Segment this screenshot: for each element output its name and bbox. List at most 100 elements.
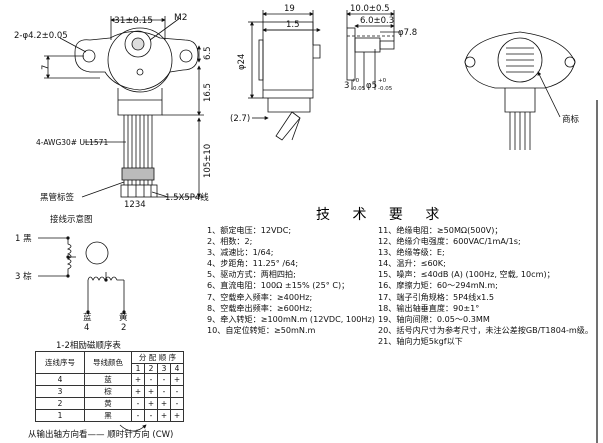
req-line: 20、括号内尺寸为参考尺寸，未注公差按GB/T1804-m级。	[378, 324, 593, 335]
lead-cell: 3	[35, 385, 85, 398]
step-cell: -	[157, 385, 171, 398]
req-line: 12、绝缘介电强度：600VAC/1mA/1s;	[378, 236, 521, 247]
req-line: 1、额定电压：12VDC;	[207, 225, 292, 235]
wire-4-name: 蓝	[83, 312, 92, 323]
step-cell: +	[170, 409, 184, 422]
wire-spec: 4-AWG30# UL1571	[36, 138, 108, 147]
dim-2-7: (2.7)	[230, 114, 250, 124]
step-cell: -	[131, 409, 145, 422]
dim-10: 10.0±0.5	[350, 4, 390, 14]
req-line: 21、轴向力矩5kgf以下	[378, 335, 463, 346]
step-cell: +	[157, 409, 171, 422]
req-line: 15、噪声：≤40dB (A) (100Hz, 空载, 10cm)；	[378, 269, 555, 280]
shaft-view-motor	[346, 27, 395, 90]
connector-spec: 1.5X5P4线	[165, 192, 209, 203]
step-cell: +	[144, 385, 158, 398]
col-header-color: 导线颜色	[84, 351, 132, 374]
rotation-direction-note: 从输出轴方向看—— 顺时针方向 (CW)	[28, 430, 174, 440]
dim-19: 19	[284, 4, 295, 14]
step-cell: -	[157, 373, 171, 386]
step-cell: -	[131, 397, 145, 410]
front-view-motor	[74, 27, 199, 198]
dim-6: 6.0±0.3	[360, 16, 394, 26]
req-line: 5、驱动方式：两相四拍;	[207, 269, 296, 280]
dim-3-tol-top: +0	[351, 78, 360, 84]
dim-width: 31±0.15	[114, 16, 153, 26]
lead-cell: 1	[35, 409, 85, 422]
dim-holes: 2-φ4.2±0.05	[14, 31, 68, 41]
dim-6-5: 6.5	[203, 46, 213, 60]
color-cell: 黑	[84, 409, 132, 422]
tech-requirements-title: 技 术 要 求	[316, 207, 449, 223]
req-line: 16、摩擦力矩：60～294mN.m;	[378, 280, 498, 291]
connector-pins: 1234	[124, 200, 146, 210]
color-cell: 蓝	[84, 373, 132, 386]
step-cell: +	[131, 385, 145, 398]
lead-cell: 2	[35, 397, 85, 410]
step-header: 4	[170, 363, 184, 374]
req-line: 2、相数：2;	[207, 236, 253, 247]
step-header: 3	[157, 363, 171, 374]
tape-label: 黑管标签	[40, 192, 75, 203]
table-row: 1 黑 - - + +	[35, 409, 184, 422]
req-line: 7、空载牵入频率：≥400Hz;	[207, 291, 313, 302]
color-cell: 棕	[84, 385, 132, 398]
dim-3-tol-bot: -0.05	[351, 86, 366, 92]
wiring-schematic	[38, 237, 125, 312]
dim-105: 105±10	[203, 144, 213, 178]
req-line: 17、端子引角规格：5P4线x1.5	[378, 291, 494, 302]
step-cell: -	[144, 409, 158, 422]
step-cell: +	[170, 373, 184, 386]
req-line: 6、直流电阻：100Ω ±15% (25° C)；	[207, 280, 350, 291]
step-cell: -	[144, 373, 158, 386]
req-line: 3、减速比：1/64;	[207, 247, 274, 258]
req-line: 14、温升：≤60K;	[378, 258, 446, 269]
side-view-motor	[258, 21, 321, 141]
wire-2-name: 黄	[119, 312, 128, 323]
phase-sequence-table: 连线序号 导线颜色 分 配 顺 序 1 2 3 4 4 蓝 + - - + 3 …	[35, 351, 184, 422]
step-cell: +	[131, 373, 145, 386]
step-header: 1	[131, 363, 145, 374]
phase-sequence-caption: 1-2相励磁顺序表	[56, 341, 121, 351]
color-cell: 黄	[84, 397, 132, 410]
req-line: 8、空载牵出频率：≥600Hz;	[207, 302, 313, 313]
req-line: 4、步距角：11.25° /64;	[207, 258, 299, 269]
dim-16-5: 16.5	[203, 83, 213, 102]
req-line: 19、轴向间隙：0.05～0.3MM	[378, 313, 490, 324]
step-cell: -	[170, 397, 184, 410]
step-cell: +	[144, 397, 158, 410]
dim-7-8: φ7.8	[398, 28, 417, 38]
dim-24: φ24	[237, 54, 247, 70]
step-cell: +	[157, 397, 171, 410]
dim-5-tol-top: +0	[378, 78, 387, 84]
sticker-label: 商标	[562, 114, 580, 125]
tech-requirements-left: 1、额定电压：12VDC; 2、相数：2; 3、减速比：1/64; 4、步距角：…	[207, 225, 375, 336]
dim-5: φ5	[366, 81, 377, 91]
wire-1-label: 1 黑	[15, 234, 32, 244]
col-header-lead: 连线序号	[35, 351, 85, 374]
req-line: 18、输出轴垂直度：90±1°	[378, 302, 480, 313]
step-header: 2	[144, 363, 158, 374]
table-row: 4 蓝 + - - +	[35, 373, 184, 386]
col-header-distribution: 分 配 顺 序	[131, 351, 184, 364]
step-cell: -	[170, 385, 184, 398]
tech-requirements-right: 11、绝缘电阻：≥50MΩ(500V)； 12、绝缘介电强度：600VAC/1m…	[378, 225, 593, 347]
dim-thread: M2	[174, 13, 188, 23]
wiring-diagram-title: 接线示意图	[50, 215, 93, 225]
dim-7: 7	[41, 65, 51, 70]
req-line: 13、绝缘等级：E;	[378, 247, 445, 258]
wire-2-num: 2	[121, 323, 126, 333]
table-row: 2 黄 - + + -	[35, 397, 184, 410]
label-view-motor	[464, 31, 576, 150]
dim-1-5: 1.5	[286, 20, 300, 30]
table-row: 3 棕 + + - -	[35, 385, 184, 398]
wire-4-num: 4	[84, 323, 89, 333]
req-line: 11、绝缘电阻：≥50MΩ(500V)；	[378, 225, 503, 235]
dim-5-tol-bot: -0.05	[378, 86, 393, 92]
lead-cell: 4	[35, 373, 85, 386]
wire-3-label: 3 棕	[15, 271, 32, 282]
req-line: 10、自定位转矩：≥50mN.m	[207, 324, 316, 335]
dim-3: 3	[344, 81, 349, 91]
req-line: 9、牵入转矩：≥100mN.m (12VDC, 100Hz)	[207, 313, 375, 324]
